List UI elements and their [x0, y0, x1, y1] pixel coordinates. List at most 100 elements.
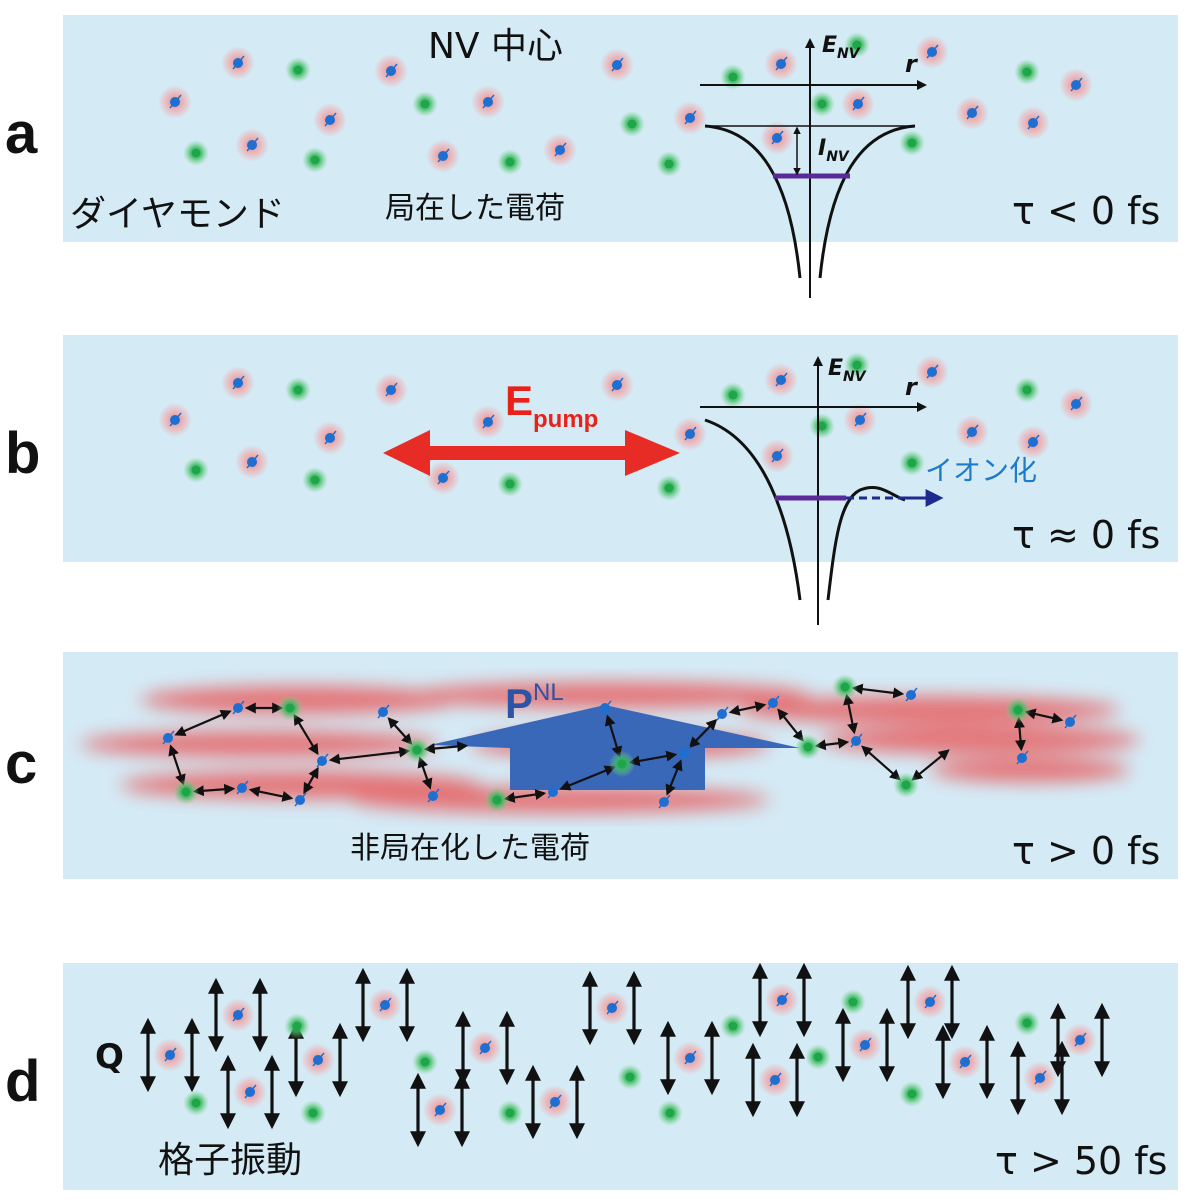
nitrogen-atom: [893, 772, 919, 798]
panel-a: [158, 32, 1093, 177]
charge-atom: [423, 1093, 457, 1127]
charge-atom: [595, 991, 629, 1025]
nitrogen-atom: [302, 467, 328, 493]
charge-atom: [600, 48, 634, 82]
panel-a-time-label: τ < 0 fs: [1012, 189, 1160, 233]
interaction-arrow: [843, 693, 858, 735]
charge-atom: [850, 733, 863, 748]
charge-atom: [236, 780, 249, 795]
interaction-arrow: [814, 737, 850, 751]
charge-atom: [1064, 714, 1077, 729]
interaction-arrow: [688, 718, 718, 749]
charge-atom: [468, 1031, 502, 1065]
nitrogen-atom: [497, 149, 523, 175]
pump-field-arrow: [383, 430, 680, 476]
panel-letter-b: b: [5, 421, 41, 486]
panel-d-time-label: τ > 50 fs: [995, 1139, 1167, 1183]
charge-atom: [301, 1043, 335, 1077]
charge-atom: [153, 1038, 187, 1072]
energy-axis-label-a: ENV: [822, 33, 861, 62]
nitrogen-atom: [183, 140, 209, 166]
panel-c: [162, 674, 1077, 813]
interaction-arrow: [328, 746, 411, 765]
nitrogen-atom: [805, 1044, 831, 1070]
interaction-arrow: [911, 749, 950, 781]
interaction-arrow: [604, 714, 623, 758]
charge-atom: [600, 368, 634, 402]
nitrogen-atom: [1014, 59, 1040, 85]
interaction-arrow: [559, 765, 616, 791]
nitrogen-atom: [899, 450, 925, 476]
charge-atom: [294, 792, 307, 807]
nitrogen-atom: [899, 130, 925, 156]
r-axis-label-b: r: [905, 373, 919, 401]
charge-atom: [915, 355, 949, 389]
nitrogen-atom: [832, 674, 858, 700]
nitrogen-atom: [809, 91, 835, 117]
interaction-arrow: [192, 783, 236, 797]
nitrogen-atom: [720, 382, 746, 408]
charge-atom: [905, 687, 918, 702]
nitrogen-atom: [277, 695, 303, 721]
charge-atom: [1016, 425, 1050, 459]
panel-letter-a: a: [5, 101, 38, 166]
interaction-arrow: [665, 759, 683, 796]
charge-atom: [1023, 1061, 1057, 1095]
nitrogen-atom: [809, 413, 835, 439]
charge-atom: [547, 784, 560, 799]
interaction-arrow: [1013, 716, 1027, 752]
interaction-arrow: [728, 701, 767, 716]
panel-letter-c: c: [5, 731, 38, 796]
panel-b: [158, 352, 1093, 501]
nitrogen-atom: [1014, 377, 1040, 403]
interaction-arrow: [303, 766, 319, 795]
charge-atom: [313, 421, 347, 455]
nitrogen-atom: [720, 64, 746, 90]
charge-atom: [760, 121, 794, 155]
nitrogen-atom: [300, 1100, 326, 1126]
nitrogen-atom: [497, 471, 523, 497]
nitrogen-atom: [484, 787, 510, 813]
ionization-energy-label: INV: [818, 136, 850, 165]
interaction-arrow: [174, 709, 232, 737]
charge-atom: [760, 439, 794, 473]
nitrogen-atom: [285, 377, 311, 403]
charge-atom: [471, 405, 505, 439]
interaction-arrow: [168, 744, 186, 786]
charge-atom: [377, 704, 390, 719]
nitrogen-atom: [412, 91, 438, 117]
nitrogen-atom: [609, 751, 635, 777]
charge-atom: [955, 415, 989, 449]
nitrogen-atom: [720, 1013, 746, 1039]
charge-atom: [1016, 106, 1050, 140]
panel-letter-d: d: [5, 1049, 41, 1114]
nitrogen-atom: [795, 734, 821, 760]
charge-atom: [767, 695, 780, 710]
nitrogen-atom: [404, 737, 430, 763]
charge-atom: [915, 35, 949, 69]
charge-atom: [374, 54, 408, 88]
r-axis-label-a: r: [905, 50, 919, 78]
charge-atom: [158, 403, 192, 437]
charge-atom: [716, 706, 729, 721]
nitrogen-atom: [617, 1064, 643, 1090]
charge-atom: [673, 101, 707, 135]
nitrogen-atom: [497, 1100, 523, 1126]
interaction-arrow: [423, 741, 469, 754]
diamond-label: ダイヤモンド: [70, 194, 285, 235]
nitrogen-atom: [844, 352, 870, 378]
interaction-arrow: [417, 756, 433, 790]
interaction-arrow: [387, 717, 413, 745]
charge-atom: [313, 103, 347, 137]
charge-atom: [764, 363, 798, 397]
lattice-vibration-label: 格子振動: [158, 1140, 302, 1181]
pump-field-label: Epump: [505, 377, 598, 433]
interaction-arrow: [293, 713, 319, 756]
nitrogen-atom: [657, 1100, 683, 1126]
energy-axis-label-b: ENV: [828, 356, 867, 385]
charge-atom: [316, 753, 329, 768]
phonon-coordinate-label: Q: [95, 1037, 124, 1077]
charge-atom: [221, 366, 255, 400]
charge-atom: [599, 700, 612, 715]
